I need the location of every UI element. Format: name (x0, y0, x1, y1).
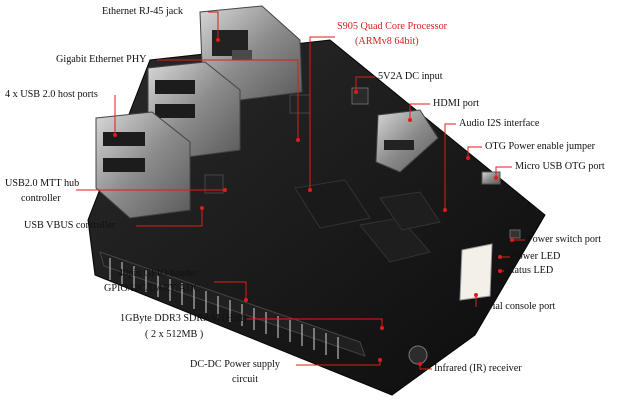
gpio-header (99, 251, 366, 357)
label-power-switch: Power switch port (527, 234, 602, 245)
processor-chip (294, 179, 371, 229)
label-hdmi: HDMI port (433, 98, 480, 109)
usb-port-stack-bottom (95, 111, 191, 219)
label-sdram-line2: ( 2 x 512MB ) (145, 329, 204, 340)
label-gigabit-phy: Gigabit Ethernet PHY (56, 54, 147, 65)
sdram-chip-b (379, 191, 441, 231)
gpio-pins (109, 258, 339, 359)
dc-jack (351, 87, 369, 105)
label-sdram-line1: 1GByte DDR3 SDRAM (Half) (120, 313, 248, 324)
power-switch-pads (509, 229, 521, 239)
label-gpio-line1: 40pin GPIO header (118, 268, 198, 279)
label-usb-vbus: USB VBUS controller (24, 220, 116, 231)
label-processor-line2: (ARMv8 64bit) (355, 36, 419, 47)
label-ir-receiver: Infrared (IR) receiver (434, 363, 522, 374)
ir-dome (408, 345, 428, 365)
label-status-led: Status LED (506, 265, 554, 276)
label-power-led: Power LED (512, 251, 561, 262)
label-dcdc-line1: DC-DC Power supply (190, 359, 280, 370)
sdram-chip-a (359, 217, 431, 263)
label-processor-line1: S905 Quad Core Processor (337, 21, 448, 32)
label-usb-mtt-hub-line1: USB2.0 MTT hub (5, 178, 80, 189)
label-dcdc-line2: circuit (232, 374, 259, 385)
usb-hub-chip (204, 174, 224, 194)
label-dc-input: 5V2A DC input (378, 71, 443, 82)
label-serial-console: Serial console port (479, 301, 556, 312)
label-micro-usb: Micro USB OTG port (515, 161, 605, 172)
serial-connector (459, 243, 493, 301)
label-gpio-line2: GPIO/I2C/UART/ADC (104, 283, 201, 294)
label-otg-jumper: OTG Power enable jumper (485, 141, 596, 152)
label-usb-mtt-hub-line2: controller (21, 193, 61, 204)
phy-chip (289, 94, 311, 114)
label-ethernet-jack: Ethernet RJ-45 jack (102, 6, 183, 17)
leader-lines (76, 11, 525, 370)
label-usb-ports: 4 x USB 2.0 host ports (5, 89, 98, 100)
label-audio-i2s: Audio I2S interface (459, 118, 540, 129)
leader-dots (113, 38, 514, 366)
